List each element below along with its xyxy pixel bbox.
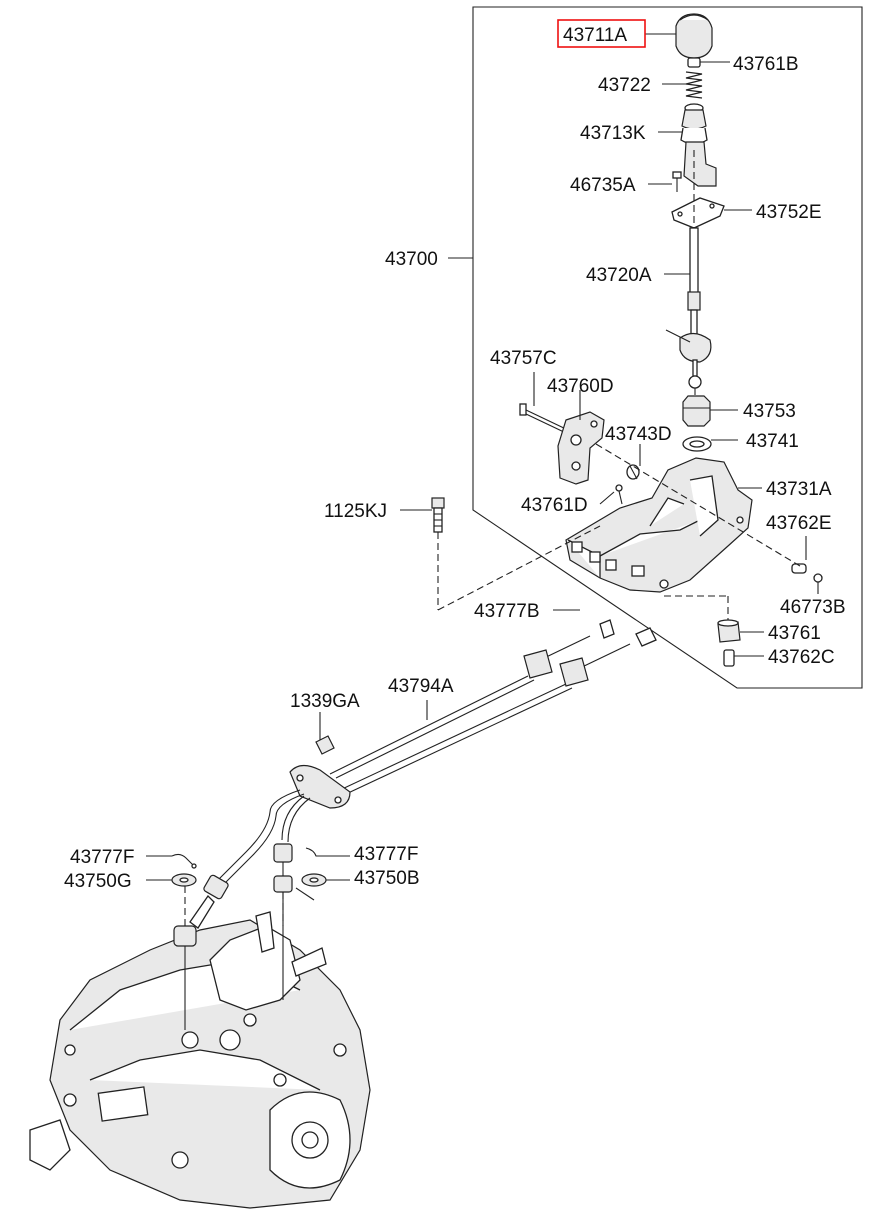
selected-part-highlight — [557, 19, 646, 48]
label-43761b[interactable]: 43761B — [733, 54, 799, 75]
label-1125kj[interactable]: 1125KJ — [324, 501, 387, 522]
label-43743d[interactable]: 43743D — [605, 424, 672, 445]
label-43757c[interactable]: 43757C — [490, 348, 557, 369]
label-43750b[interactable]: 43750B — [354, 868, 420, 889]
label-43750g[interactable]: 43750G — [64, 871, 132, 892]
clip-43777f-right-part — [305, 847, 324, 857]
shift-cables-part — [189, 619, 657, 929]
label-43762c[interactable]: 43762C — [768, 647, 835, 668]
label-43713k[interactable]: 43713K — [580, 123, 646, 144]
label-43722[interactable]: 43722 — [598, 75, 651, 96]
bolt-1125kj-part — [431, 497, 445, 533]
ring-43741-part — [682, 436, 712, 452]
assembly-frame — [472, 6, 863, 689]
nut-43761b-part — [687, 57, 701, 68]
label-1339ga[interactable]: 1339GA — [290, 691, 360, 712]
plate-43752e-part — [671, 197, 725, 229]
bushing-43761-part — [717, 619, 741, 643]
screw-46735a-part — [672, 171, 682, 192]
housing-43731a-part — [565, 457, 753, 593]
label-43777b[interactable]: 43777B — [474, 601, 540, 622]
washer-43750b-part — [301, 873, 327, 887]
label-43794a[interactable]: 43794A — [388, 676, 454, 697]
boot-part — [680, 103, 717, 187]
washer-43750g-part — [171, 873, 197, 887]
label-43752e[interactable]: 43752E — [756, 202, 822, 223]
label-43761d[interactable]: 43761D — [521, 495, 588, 516]
part-labels: 43711A 43761B 43722 43713K 46735A 43752E… — [64, 25, 846, 892]
pin-43761d-part — [615, 484, 623, 505]
leader-lines — [146, 33, 819, 901]
transmission-part — [29, 892, 371, 1209]
label-43741[interactable]: 43741 — [746, 431, 799, 452]
label-46773b[interactable]: 46773B — [780, 597, 846, 618]
clip-1339ga-part — [315, 735, 335, 755]
bracket-43760d-part — [557, 411, 605, 485]
label-43700[interactable]: 43700 — [385, 249, 438, 270]
label-43731a[interactable]: 43731A — [766, 479, 832, 500]
label-43762e[interactable]: 43762E — [766, 513, 832, 534]
lever-43720a-part — [665, 227, 712, 389]
pin-43757c-part — [519, 403, 569, 434]
clip-46773b-part — [813, 573, 823, 583]
clip-43777f-left-part — [171, 853, 197, 869]
label-46735a[interactable]: 46735A — [570, 175, 636, 196]
label-43760d[interactable]: 43760D — [547, 376, 614, 397]
bushing-43753-part — [682, 395, 711, 427]
spring-part — [685, 71, 703, 99]
label-43777f-left[interactable]: 43777F — [70, 847, 134, 868]
label-43720a[interactable]: 43720A — [586, 265, 652, 286]
washer-43743d-part — [626, 464, 640, 480]
pin-43762e-part — [791, 563, 807, 574]
assembly-dashes — [184, 150, 801, 926]
label-43761[interactable]: 43761 — [768, 623, 821, 644]
label-43711a[interactable]: 43711A — [563, 25, 627, 46]
label-43777f-right[interactable]: 43777F — [354, 844, 418, 865]
shift-knob-part — [675, 13, 713, 59]
label-43753[interactable]: 43753 — [743, 401, 796, 422]
pin-43762c-part — [723, 649, 735, 667]
